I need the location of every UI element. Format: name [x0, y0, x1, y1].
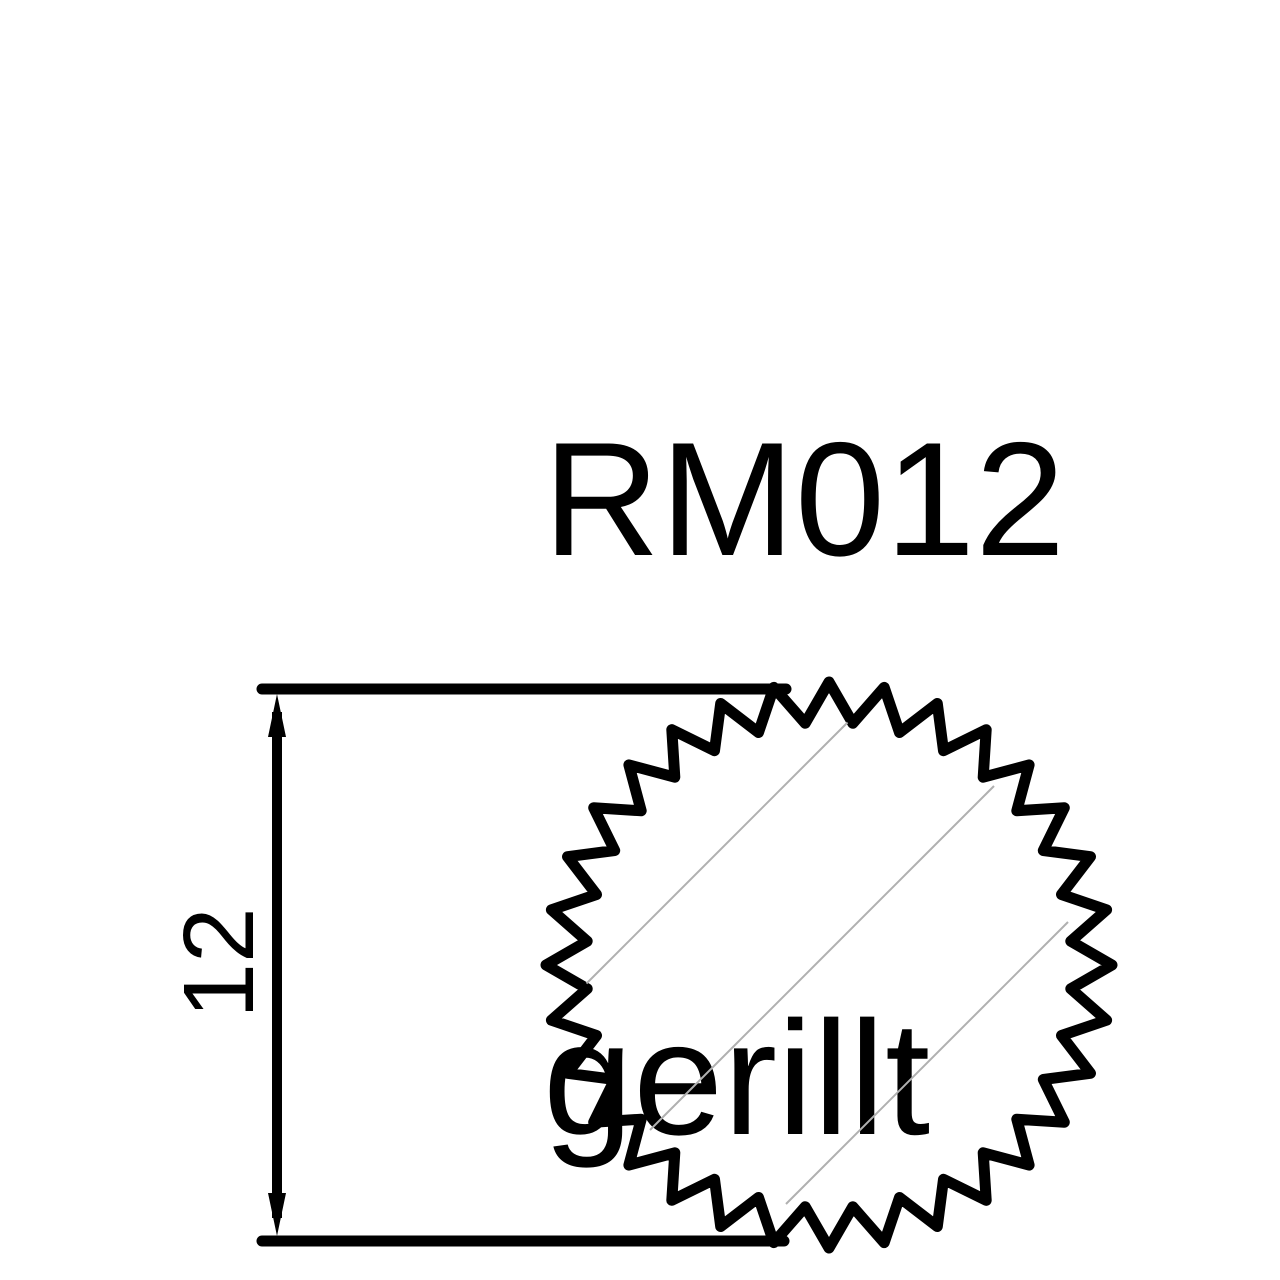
part-code: RM012 [543, 409, 1066, 590]
dimension-arrow-down [268, 1193, 286, 1236]
dimension-arrow-up [268, 694, 286, 737]
dimension-line [268, 694, 286, 1236]
highlight-lines [585, 721, 1069, 1205]
highlight-line-upper [585, 721, 849, 985]
dimension-value: 12 [163, 907, 275, 1018]
part-title-block: RM012 gerillt [543, 17, 1065, 1280]
highlight-line-lower [785, 921, 1069, 1205]
highlight-line-middle [649, 785, 995, 1131]
knurled-rod-outline [540, 676, 1118, 1254]
